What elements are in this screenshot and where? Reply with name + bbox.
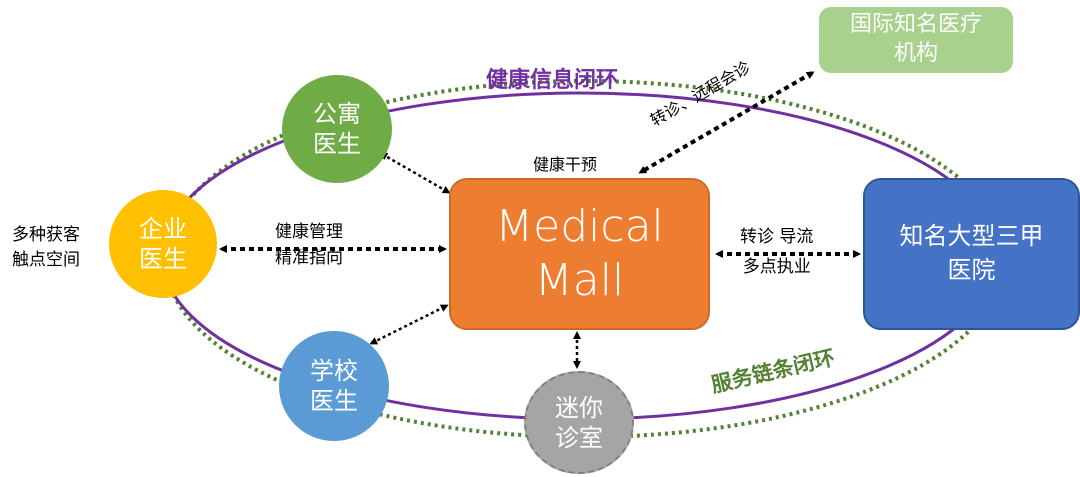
enterprise-doctor-node: 企业 医生 [109,190,217,298]
referral-diversion-label: 转诊 导流 多点执业 [740,227,814,277]
apartment-doctor-label: 公寓 医生 [313,100,361,158]
mini-clinic-label: 迷你 诊室 [555,393,603,452]
school-doctor-node: 学校 医生 [279,331,389,441]
top-hospital-label: 知名大型三甲 医院 [899,222,1044,284]
arrow-school-mall [369,304,449,345]
health-management-label: 健康管理 精准指向 [275,222,343,269]
arrow-apartment-mall [379,152,451,194]
multi-touchpoints-label: 多种获客 触点空间 [12,225,80,270]
apartment-doctor-node: 公寓 医生 [282,75,392,183]
intl-institution-node: 国际知名医疗 机构 [819,7,1013,73]
top-hospital-node: 知名大型三甲 医院 [863,178,1080,330]
health-info-loop-label: 健康信息闭环 [486,68,619,93]
arrow-intl-mall [638,71,815,174]
intl-institution-label: 国际知名医疗 机构 [849,12,982,66]
medical-mall-label: Medical Mall [495,201,664,306]
mini-clinic-node: 迷你 诊室 [524,371,634,474]
health-intervention-label: 健康干预 [533,155,598,174]
school-doctor-label: 学校 医生 [310,357,358,415]
medical-mall-node: Medical Mall [449,178,710,330]
enterprise-doctor-label: 企业 医生 [139,215,187,273]
